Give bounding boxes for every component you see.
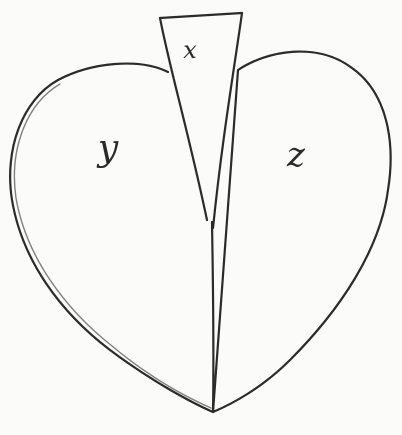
label-x: x — [183, 36, 197, 64]
label-z: z — [286, 135, 306, 175]
label-y: y — [96, 128, 119, 169]
wedge-right-edge — [213, 13, 242, 228]
heart-outline — [10, 52, 390, 412]
center-divider-line — [212, 222, 213, 412]
wedge-top-edge — [160, 13, 242, 18]
